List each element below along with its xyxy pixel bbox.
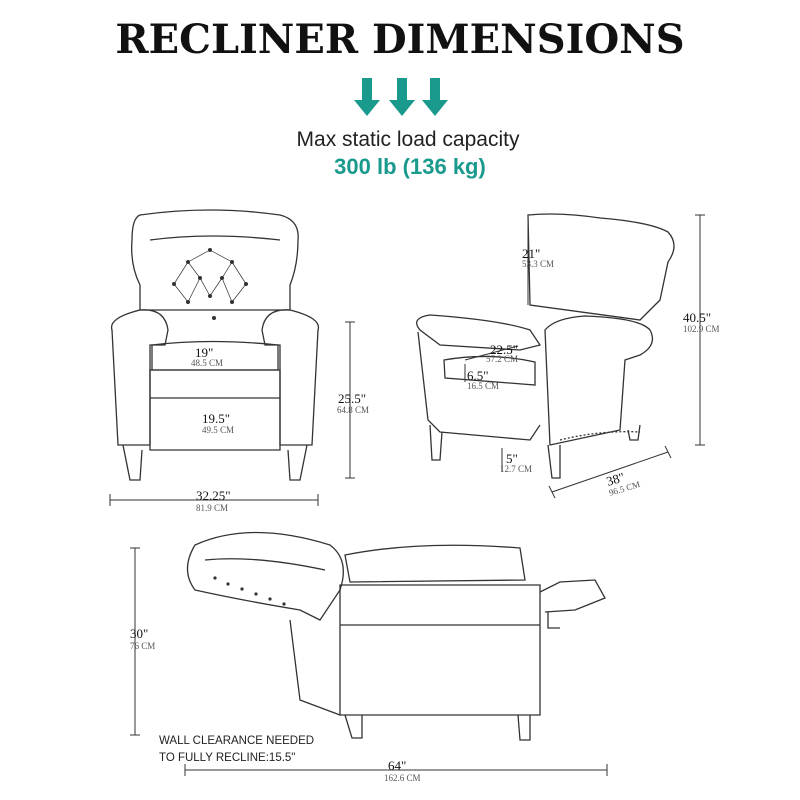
front-total-width-label: 32.25" [196, 488, 231, 503]
front-arm-height-label: 25.5" [338, 391, 366, 406]
side-seat-label: 22.5" [490, 342, 518, 357]
side-depth-label: 38" [604, 469, 626, 489]
front-seat-depth-label: 19.5" [202, 411, 230, 426]
front-seat-width-label: 19" [195, 345, 213, 360]
reclined-height-cm: 76 CM [130, 641, 155, 651]
front-view-chair [110, 209, 320, 481]
reclined-height-label: 30" [130, 626, 148, 641]
side-cushion-label: 6.5" [467, 368, 489, 383]
wall-clearance-line1: WALL CLEARANCE NEEDED [159, 735, 315, 747]
front-dimension-lines [109, 321, 355, 506]
front-arm-height-cm: 64.8 CM [337, 405, 369, 415]
reclined-length-label: 64" [388, 758, 406, 773]
front-seat-depth-cm: 49.5 CM [202, 425, 234, 435]
side-back-height-label: 21" [522, 246, 540, 261]
wall-clearance-line2: TO FULLY RECLINE:15.5" [159, 752, 296, 764]
reclined-dimension-lines [130, 547, 608, 776]
page-title: RECLINER DIMENSIONS [115, 16, 685, 63]
side-dimension-lines [464, 214, 705, 499]
reclined-length-cm: 162.6 CM [384, 773, 421, 783]
front-total-width-cm: 81.9 CM [196, 503, 228, 513]
reclined-chair [186, 531, 606, 741]
load-value-kg: (136 kg) [402, 154, 486, 179]
side-view-chair [416, 213, 675, 479]
side-seat-cm: 57.2 CM [486, 354, 518, 364]
side-cushion-cm: 16.5 CM [467, 381, 499, 391]
side-back-height-cm: 53.3 CM [522, 259, 554, 269]
front-seat-width-cm: 48.5 CM [191, 358, 223, 368]
wall-clearance-note: WALL CLEARANCE NEEDED TO FULLY RECLINE:1… [159, 733, 314, 767]
side-leg-label: 5" [506, 451, 518, 466]
load-capacity-label: Max static load capacity [296, 128, 520, 151]
side-height-label: 40.5" [683, 310, 711, 325]
down-arrows-icon [354, 78, 448, 116]
side-leg-cm: 12.7 CM [500, 464, 532, 474]
side-height-cm: 102.9 CM [683, 324, 720, 334]
load-capacity-value: 300 lb (136 kg) [0, 154, 800, 180]
load-value-lb: 300 lb [334, 154, 397, 179]
